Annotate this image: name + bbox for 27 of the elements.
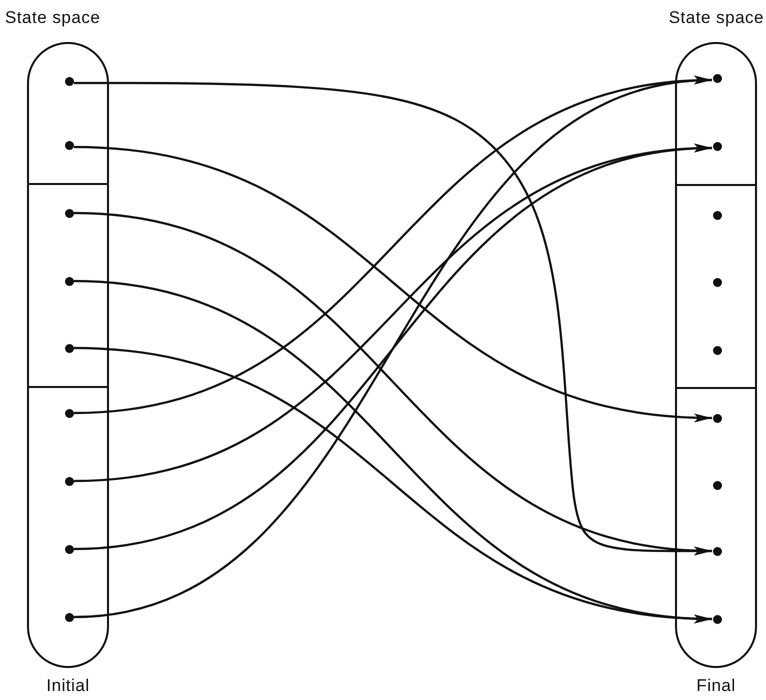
state-dot — [712, 614, 722, 624]
column-caption: Initial — [46, 676, 90, 696]
state-dot — [712, 74, 722, 82]
state-dot — [64, 276, 74, 286]
state-dot — [64, 208, 74, 218]
state-dot — [712, 480, 722, 490]
state-dot — [64, 344, 74, 352]
state-dot — [712, 142, 722, 150]
arrow — [74, 212, 712, 554]
state-dot — [64, 476, 74, 486]
state-dot — [64, 408, 74, 418]
state-dot — [712, 546, 722, 556]
state-dot — [64, 76, 74, 86]
state-dot — [712, 346, 722, 354]
state-dot — [712, 210, 722, 220]
state-space-capsule — [27, 42, 109, 668]
column-heading: State space — [668, 8, 764, 28]
state-space-capsule — [675, 42, 757, 668]
state-dot — [712, 414, 722, 422]
arrow — [74, 146, 712, 422]
state-dot — [712, 278, 722, 286]
column-caption: Final — [696, 676, 736, 696]
column-heading: State space — [5, 8, 100, 28]
arrow — [74, 346, 712, 622]
state-dot — [64, 140, 74, 150]
state-dot — [64, 612, 74, 622]
state-dot — [64, 544, 74, 554]
